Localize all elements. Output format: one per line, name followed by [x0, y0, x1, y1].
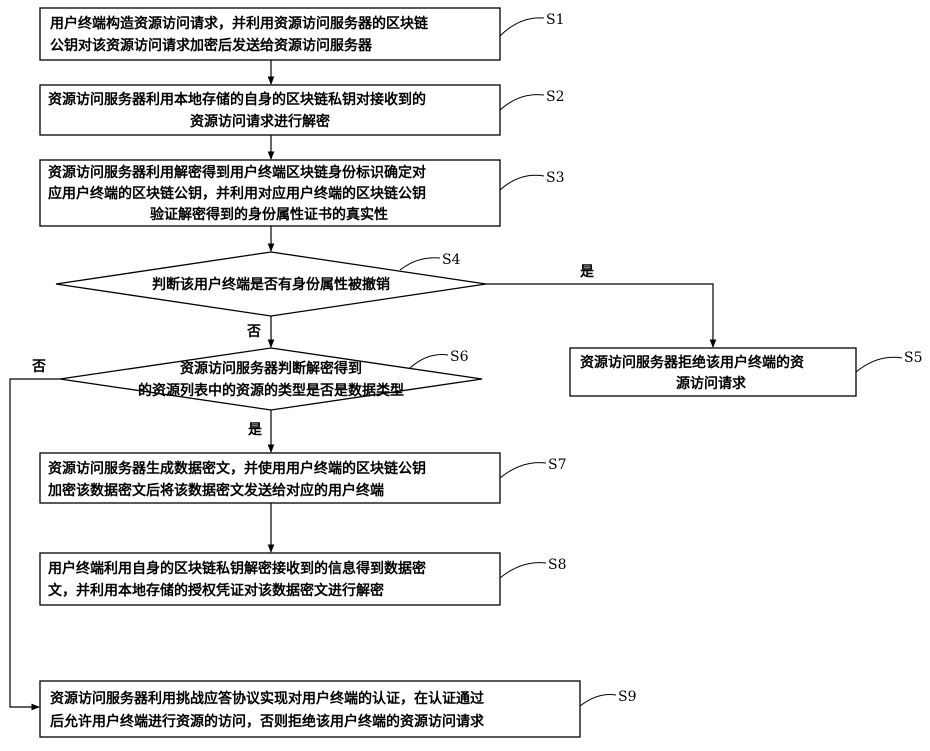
step-s1-label: S1: [546, 12, 565, 28]
decision-s4-leader: [400, 258, 440, 270]
decision-s4: 判断该用户终端是否有身份属性被撤销 S4: [56, 252, 486, 316]
decision-s6-line-1: 资源访问服务器判断解密得到: [180, 360, 362, 377]
decision-s6-leader: [410, 355, 448, 368]
step-s7-leader: [500, 463, 546, 478]
step-s9: 资源访问服务器利用挑战应答协议实现对用户终端的认证，在认证通过 后允许用户终端进…: [40, 681, 637, 737]
step-s7-line-2: 加密该数据密文后将该数据密文发送给对应的用户终端: [47, 482, 384, 499]
step-s2-line-1: 资源访问服务器利用本地存储的自身的区块链私钥对接收到的: [48, 91, 426, 108]
branch-s6-no-label: 否: [31, 359, 46, 375]
step-s7: 资源访问服务器生成数据密文，并使用用户终端的区块链公钥 加密该数据密文后将该数据…: [40, 453, 567, 503]
branch-s4-no-label: 否: [246, 324, 261, 340]
step-s5-line-1: 资源访问服务器拒绝该用户终端的资: [580, 354, 804, 371]
step-s7-label: S7: [548, 457, 567, 473]
decision-s6-label: S6: [450, 349, 469, 365]
step-s3: 资源访问服务器利用解密得到用户终端区块链身份标识确定对 应用户终端的区块链公钥，…: [40, 160, 565, 226]
arrow-s6-no-s9: [10, 379, 60, 707]
step-s9-line-2: 后允许用户终端进行资源的访问，否则拒绝该用户终端的资源访问请求: [50, 713, 485, 730]
step-s8-leader: [500, 563, 546, 578]
decision-s4-text: 判断该用户终端是否有身份属性被撤销: [152, 276, 390, 293]
step-s7-line-1: 资源访问服务器生成数据密文，并使用用户终端的区块链公钥: [48, 460, 426, 477]
step-s3-line-2: 应用户终端的区块链公钥，并利用对应用户终端的区块链公钥: [48, 185, 426, 202]
decision-s4-label: S4: [442, 252, 461, 268]
decision-s6: 资源访问服务器判断解密得到 的资源列表中的资源的类型是否是数据类型 S6: [60, 348, 482, 410]
step-s2-line-2: 资源访问请求进行解密: [190, 113, 330, 130]
arrow-s4-yes-s5: [486, 284, 713, 347]
step-s5-line-2: 源访问请求: [676, 375, 747, 392]
step-s5-label: S5: [904, 350, 923, 366]
step-s5: 资源访问服务器拒绝该用户终端的资 源访问请求 S5: [570, 348, 923, 396]
branch-s4-yes-label: 是: [580, 264, 595, 280]
step-s8: 用户终端利用自身的区块链私钥解密接收到的信息得到数据密 文，并利用本地存储的授权…: [40, 553, 567, 605]
step-s8-line-1: 用户终端利用自身的区块链私钥解密接收到的信息得到数据密: [48, 560, 426, 577]
step-s2: 资源访问服务器利用本地存储的自身的区块链私钥对接收到的 资源访问请求进行解密 S…: [40, 85, 565, 135]
branch-s6-yes-label: 是: [248, 422, 263, 438]
step-s8-label: S8: [548, 557, 567, 573]
step-s8-line-2: 文，并利用本地存储的授权凭证对该数据密文进行解密: [48, 582, 384, 599]
decision-s6-line-2: 的资源列表中的资源的类型是否是数据类型: [138, 382, 404, 399]
decision-s6-shape: [60, 348, 482, 410]
step-s3-line-3: 验证解密得到的身份属性证书的真实性: [150, 206, 388, 223]
step-s1-leader: [500, 18, 544, 36]
step-s3-label: S3: [546, 170, 565, 186]
step-s9-line-1: 资源访问服务器利用挑战应答协议实现对用户终端的认证，在认证通过: [50, 690, 484, 707]
step-s1-line-2: 公钥对该资源访问请求加密后发送给资源访问服务器: [50, 37, 373, 54]
step-s1-line-1: 用户终端构造资源访问请求，并利用资源访问服务器的区块链: [50, 15, 429, 32]
step-s5-leader: [856, 357, 902, 372]
step-s1: 用户终端构造资源访问请求，并利用资源访问服务器的区块链 公钥对该资源访问请求加密…: [40, 8, 565, 60]
step-s2-leader: [500, 95, 544, 110]
step-s3-leader: [500, 175, 544, 190]
step-s3-line-1: 资源访问服务器利用解密得到用户终端区块链身份标识确定对: [48, 164, 426, 181]
step-s9-leader: [580, 694, 616, 706]
step-s9-label: S9: [618, 689, 637, 705]
step-s2-label: S2: [546, 89, 565, 105]
